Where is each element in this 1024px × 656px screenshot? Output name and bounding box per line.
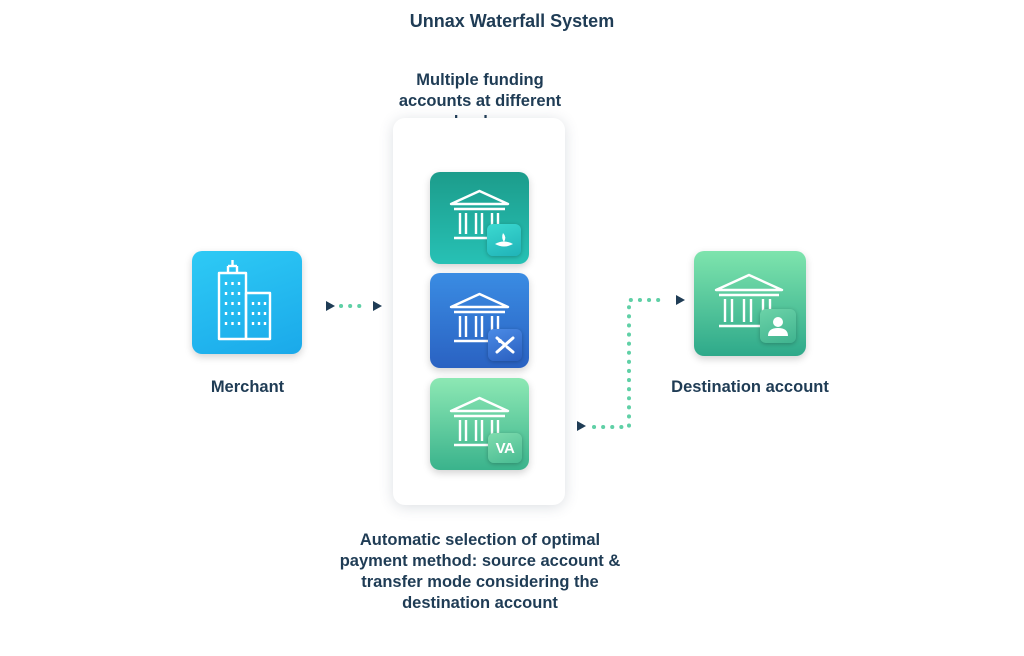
santander-flame-icon <box>487 224 521 256</box>
va-badge-text: VA <box>495 439 515 457</box>
caixabank-star-icon <box>488 329 522 361</box>
bank-tile-caixabank <box>430 273 529 368</box>
merchant-label: Merchant <box>210 378 285 396</box>
destination-account-label: Destination account <box>671 378 829 396</box>
automatic-selection-label: Automatic selection of optimal payment m… <box>339 531 621 612</box>
va-bank-logo: VA <box>488 433 522 463</box>
bank-tile-santander <box>430 172 529 264</box>
destination-account-tile <box>694 251 806 356</box>
building-icon <box>217 260 272 341</box>
bank-tile-va: VA <box>430 378 529 470</box>
user-icon <box>760 309 796 343</box>
funding-to-destination-connector <box>577 295 685 431</box>
merchant-tile <box>192 251 302 354</box>
diagram-title: Unnax Waterfall System <box>409 11 615 31</box>
merchant-to-funding-connector <box>326 301 382 311</box>
